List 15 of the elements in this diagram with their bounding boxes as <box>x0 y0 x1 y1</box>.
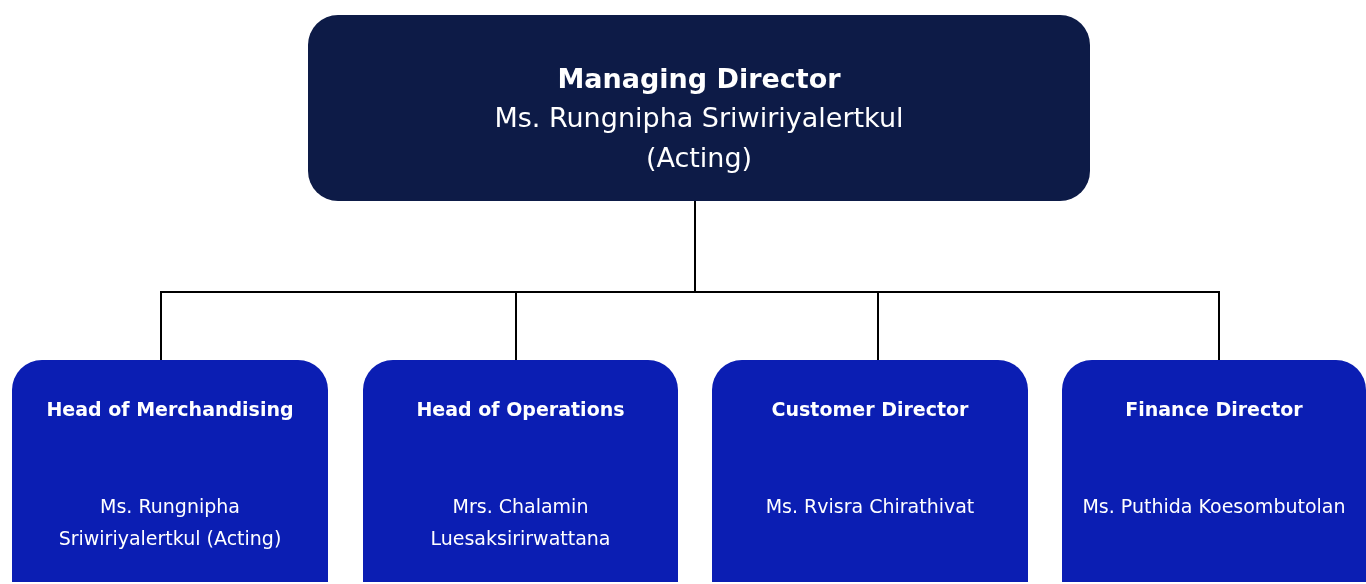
position-title: Finance Director <box>1125 398 1303 420</box>
position-title: Customer Director <box>771 398 969 420</box>
person-name: Ms. Puthida Koesombutolan <box>1081 494 1347 519</box>
department-box <box>12 360 328 582</box>
person-name: Ms. Rvisra Chirathivat <box>764 494 976 519</box>
person-name: Ms. Rungnipha Sriwiriyalertkul (Acting) <box>57 494 283 551</box>
position-title: Managing Director <box>557 63 841 94</box>
department-box <box>712 360 1028 582</box>
person-name: Mrs. Chalamin Luesaksirirwattana <box>429 494 612 551</box>
department-box <box>363 360 678 582</box>
position-title: Head of Operations <box>416 398 625 420</box>
department-box <box>1062 360 1366 582</box>
person-name: Ms. Rungnipha Sriwiriyalertkul (Acting) <box>493 101 905 175</box>
director-box <box>308 15 1090 201</box>
position-title: Head of Merchandising <box>46 398 294 420</box>
